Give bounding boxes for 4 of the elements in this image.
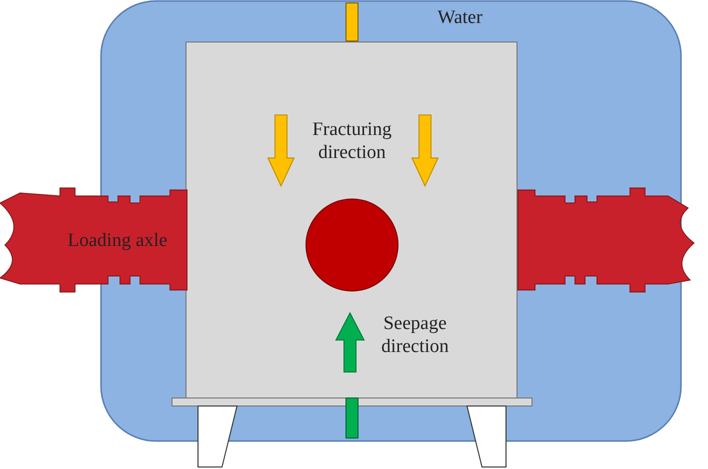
text-label: Fracturing direction: [311, 118, 393, 164]
text-label: Loading axle: [66, 229, 168, 252]
text-label: Water: [436, 6, 484, 29]
text-label: Seepage direction: [380, 312, 450, 358]
